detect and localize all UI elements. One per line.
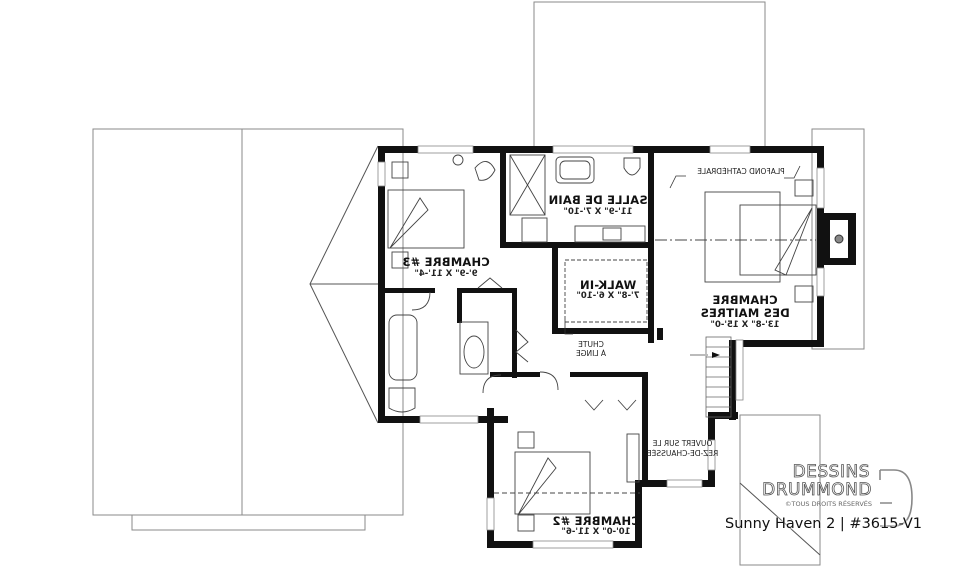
room-label-chambre-maitres-line1: CHAMBRE xyxy=(712,293,778,307)
room-dims-salle-de-bain: 11'-9" X 7'-10" xyxy=(563,207,633,217)
room-label-walk-in: WALK-IN xyxy=(579,278,637,292)
plan-title: Sunny Haven 2 | #3615-V1 xyxy=(725,516,922,532)
room-label-chambre-2: CHAMBRE #2 xyxy=(552,514,640,528)
top-roof-outline xyxy=(533,1,766,148)
note-ouvert-line1: OUVERT SUR LE xyxy=(652,439,713,448)
porch-roof-outline xyxy=(739,414,821,566)
garage-roof-outline xyxy=(92,128,404,516)
room-label-chambre-3: CHAMBRE #3 xyxy=(402,255,490,269)
drummond-d-logo-icon xyxy=(879,469,913,527)
room-dims-chambre-2: 10'-0" X 11'-6" xyxy=(561,527,631,537)
bed-master xyxy=(704,191,781,283)
bed-chambre-3 xyxy=(387,189,465,249)
brand-dessins: DESSINS xyxy=(792,462,870,483)
room-dims-chambre-maitres: 13'-8" X 15'-0" xyxy=(710,320,780,330)
room-dims-walk-in: 7'-8" X 6'-10" xyxy=(576,291,640,301)
bed-chambre-2 xyxy=(514,451,591,515)
roof-overhang xyxy=(131,514,366,531)
note-chute-line2: À LINGE xyxy=(575,349,607,358)
room-label-chambre-maitres-line2: DES MAITRES xyxy=(700,306,790,320)
note-ouvert-line2: REZ-DE-CHAUSSÉE xyxy=(646,449,719,458)
room-dims-chambre-3: 9'-9" X 11'-4" xyxy=(414,269,478,279)
brand-drummond: DRUMMOND xyxy=(762,480,872,501)
brand-copyright: ©TOUS DROITS RÉSERVÉS xyxy=(785,500,872,508)
right-roof-outline xyxy=(811,128,865,350)
room-label-salle-de-bain: SALLE DE BAIN xyxy=(548,193,648,207)
note-chute-line1: CHUTE xyxy=(578,340,604,349)
note-plafond-cathedrale: PLAFOND CATHÉDRALE xyxy=(697,167,785,176)
